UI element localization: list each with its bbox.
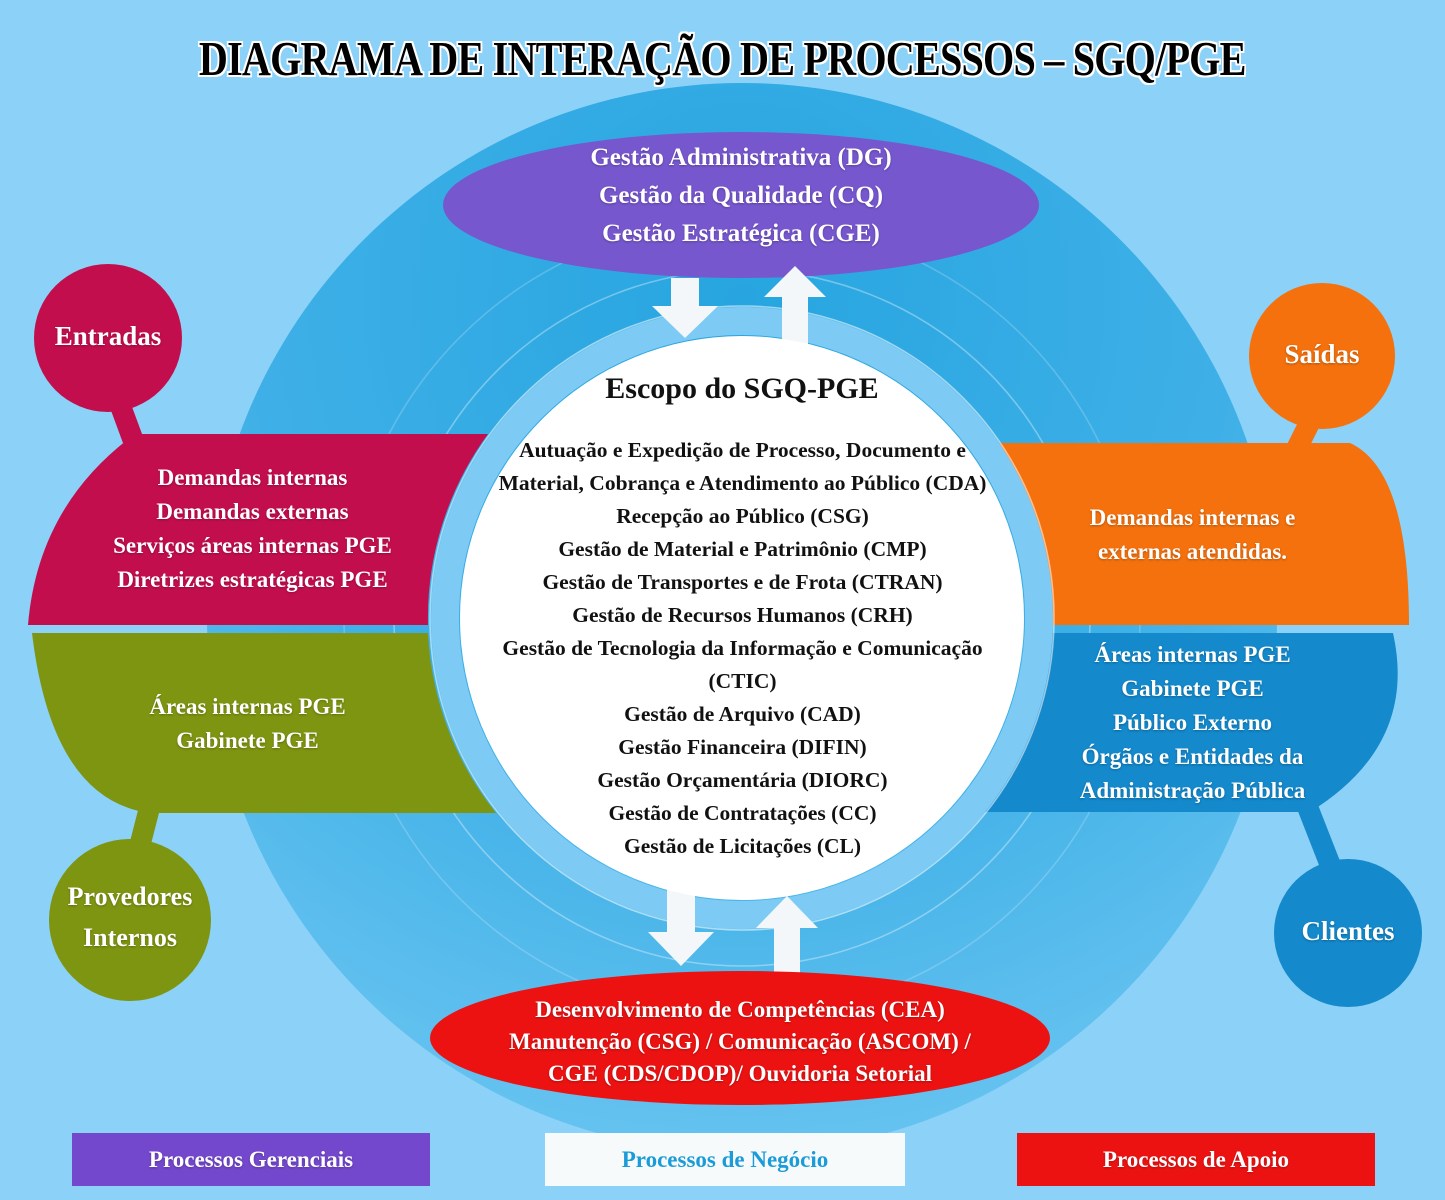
internal-providers-bubble: [49, 839, 211, 1001]
legend-business-processes: Processos de Negócio: [545, 1133, 905, 1186]
support-processes-ellipse: [430, 971, 1050, 1105]
scope-process-list: Autuação e Expedição de Processo, Docume…: [490, 434, 995, 863]
entries-item: Demandas internas: [157, 465, 348, 490]
internal-providers-item: Áreas internas PGE: [149, 694, 346, 719]
scope-process-item: Autuação e Expedição de Processo, Docume…: [498, 438, 987, 495]
scope-process-item: Gestão de Transportes e de Frota (CTRAN): [542, 570, 943, 594]
arrow-down-top-icon: [652, 278, 718, 338]
support-item: CGE (CDS/CDOP)/ Ouvidoria Setorial: [548, 1061, 932, 1086]
internal-providers-bubble-line: Provedores: [67, 882, 193, 911]
scope-process-item: Gestão de Contratações (CC): [608, 801, 877, 825]
entries-list: Demandas internas Demandas externas Serv…: [55, 461, 450, 597]
outputs-bubble-label: Saídas: [1284, 339, 1360, 369]
arrow-down-bottom-icon: [648, 878, 714, 966]
management-item: Gestão da Qualidade (CQ): [598, 182, 884, 209]
clients-list: Áreas internas PGE Gabinete PGE Público …: [1045, 638, 1340, 808]
support-item: Manutenção (CSG) / Comunicação (ASCOM) /: [509, 1029, 971, 1054]
scope-process-item: Gestão Orçamentária (DIORC): [597, 768, 888, 792]
scope-process-item: Gestão de Recursos Humanos (CRH): [572, 603, 913, 627]
internal-providers-panel: [32, 633, 496, 813]
clients-bubble-label: Clientes: [1301, 916, 1395, 946]
scope-halo-ring: [431, 307, 1053, 929]
legend-business-label: Processos de Negócio: [621, 1147, 829, 1172]
entries-panel: [28, 434, 488, 625]
outputs-bubble: [1249, 283, 1395, 429]
management-item: Gestão Administrativa (DG): [590, 144, 892, 171]
scope-halo-edge: [429, 305, 1055, 931]
entries-item: Serviços áreas internas PGE: [113, 533, 392, 558]
clients-bubble: [1274, 859, 1422, 1007]
entries-item: Diretrizes estratégicas PGE: [117, 567, 388, 592]
clients-item: Órgãos e Entidades da Administração Públ…: [1079, 744, 1306, 803]
arrow-up-top-icon: [764, 266, 826, 346]
scope-process-item: Gestão de Arquivo (CAD): [624, 702, 861, 726]
management-processes-list: Gestão Administrativa (DG) Gestão da Qua…: [441, 139, 1041, 253]
support-processes-list: Desenvolvimento de Competências (CEA) Ma…: [440, 994, 1040, 1090]
entries-bubble-label: Entradas: [54, 321, 162, 351]
management-processes-ellipse: [443, 132, 1039, 278]
clients-item: Gabinete PGE: [1121, 676, 1264, 701]
internal-providers-item: Gabinete PGE: [176, 728, 319, 753]
scope-process-item: Recepção ao Público (CSG): [616, 504, 869, 528]
internal-providers-bubble-label: Provedores Internos: [40, 876, 220, 958]
legend-support-processes: Processos de Apoio: [1017, 1133, 1375, 1186]
clients-connector: [1296, 799, 1343, 876]
management-item: Gestão Estratégica (CGE): [602, 220, 880, 247]
entries-bubble: [34, 264, 182, 412]
outputs-description: Demandas internas e externas atendidas.: [1089, 505, 1296, 564]
support-item: Desenvolvimento de Competências (CEA): [535, 997, 945, 1022]
clients-panel: [978, 633, 1398, 812]
legend-support-label: Processos de Apoio: [1102, 1147, 1290, 1172]
arrow-up-bottom-icon: [756, 896, 818, 992]
outputs-panel: [998, 443, 1409, 625]
scope-process-item: Gestão de Tecnologia da Informação e Com…: [502, 636, 983, 693]
page-title: DIAGRAMA DE INTERAÇÃO DE PROCESSOS – SGQ…: [0, 30, 1445, 87]
scope-heading: Escopo do SGQ-PGE: [605, 372, 879, 405]
page-title-text: DIAGRAMA DE INTERAÇÃO DE PROCESSOS – SGQ…: [199, 31, 1247, 86]
clients-item: Áreas internas PGE: [1094, 642, 1291, 667]
clients-item: Público Externo: [1112, 710, 1273, 735]
scope-process-item: Gestão Financeira (DIFIN): [618, 735, 867, 759]
scope-circle: [460, 336, 1024, 900]
legend-management-label: Processos Gerenciais: [148, 1147, 354, 1172]
entries-item: Demandas externas: [156, 499, 349, 524]
scope-process-item: Gestão de Licitações (CL): [623, 834, 862, 858]
internal-providers-list: Áreas internas PGE Gabinete PGE: [55, 690, 440, 758]
internal-providers-bubble-line: Internos: [83, 923, 177, 952]
scope-process-item: Gestão de Material e Patrimônio (CMP): [558, 537, 927, 561]
legend-management-processes: Processos Gerenciais: [72, 1133, 430, 1186]
